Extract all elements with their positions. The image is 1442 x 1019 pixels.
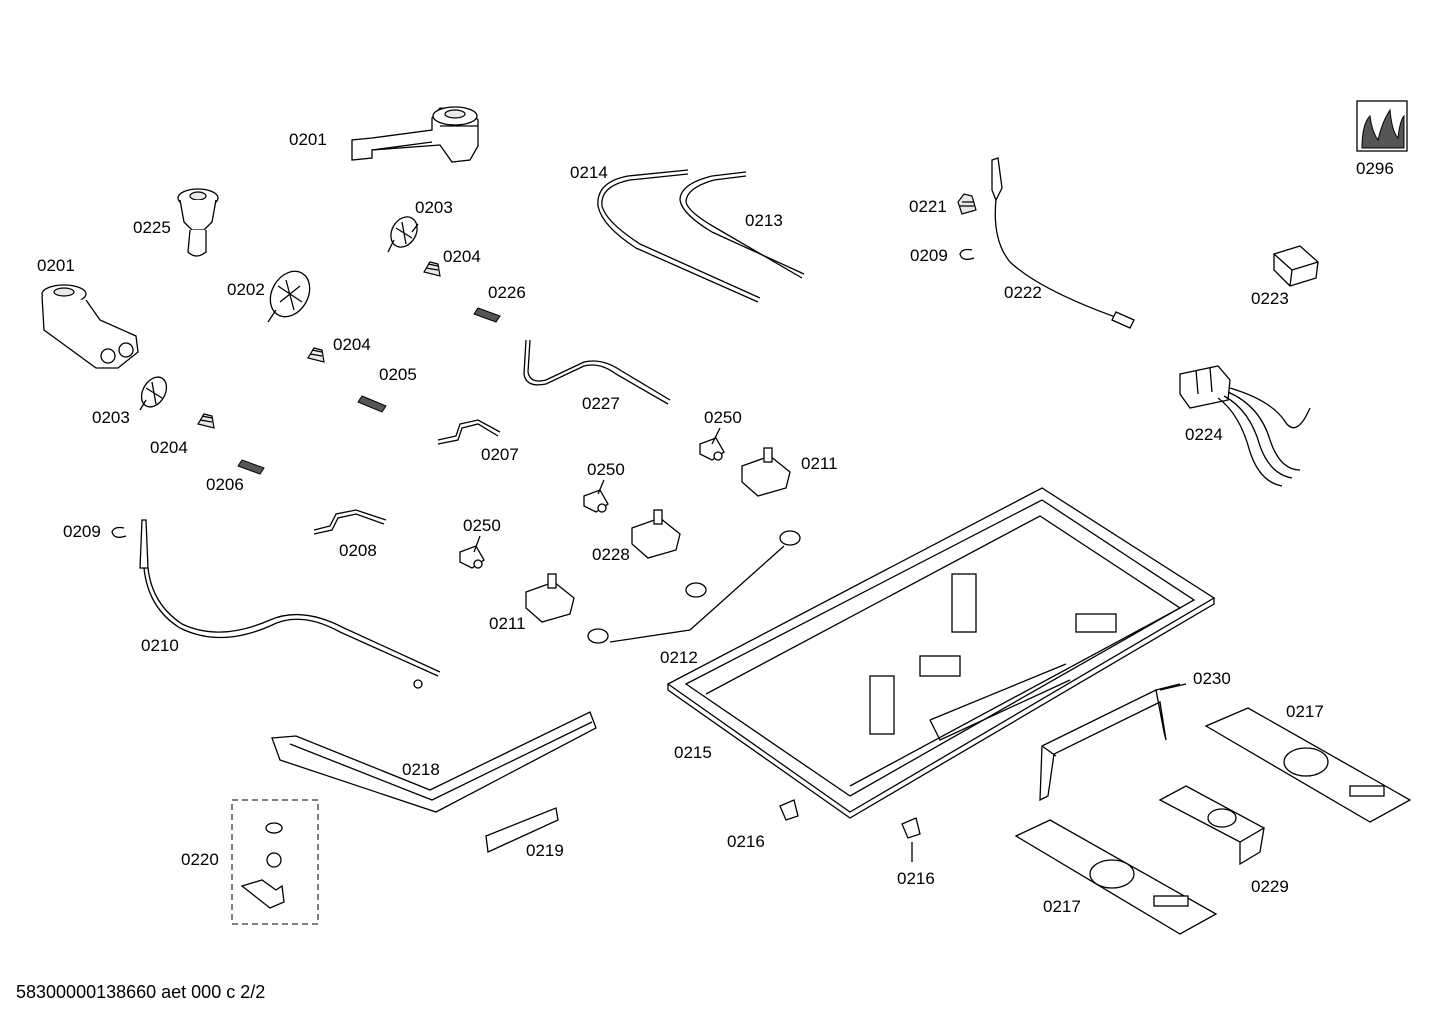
gas-tap-0228 (631, 509, 681, 559)
callout-0211-upper: 0211 (801, 454, 838, 473)
gas-tap-0211-lower (525, 573, 575, 623)
callout-0210: 0210 (141, 636, 179, 655)
pipe-0213 (679, 171, 805, 279)
callout-0211-lower: 0211 (489, 614, 526, 633)
nozzle-0206 (237, 459, 265, 475)
callout-0228: 0228 (592, 545, 630, 564)
callout-0215: 0215 (674, 743, 712, 762)
callout-0250-c: 0250 (463, 516, 501, 535)
callout-0229: 0229 (1251, 877, 1289, 896)
kit-0220 (231, 799, 319, 925)
callout-0296: 0296 (1356, 159, 1394, 178)
feet-0212 (587, 530, 801, 644)
spring-0204-b (307, 347, 325, 363)
terminal-0224 (1179, 365, 1311, 487)
circlip-0209-left (111, 526, 127, 538)
bracket-0219 (485, 807, 559, 853)
callout-0222: 0222 (1004, 283, 1042, 302)
gas-tap-0211-upper (741, 447, 791, 497)
clip-0216-b (901, 817, 921, 862)
callout-0220: 0220 (181, 850, 219, 869)
callout-0216-b: 0216 (897, 869, 935, 888)
strip-0218 (271, 711, 597, 813)
callout-0219: 0219 (526, 841, 564, 860)
spring-0221 (957, 193, 977, 215)
nozzle-0226 (473, 307, 501, 323)
callout-0250-a: 0250 (704, 408, 742, 427)
callout-0204-b: 0204 (333, 335, 371, 354)
electrode-0222 (991, 157, 1135, 329)
drawing-reference-footer: 58300000138660 aet 000 c 2/2 (16, 982, 266, 1002)
clip-0202 (267, 270, 311, 323)
bridge-0230 (1039, 683, 1181, 802)
plate-0217-upper (1204, 707, 1412, 823)
flame-symbol-0296 (1356, 100, 1408, 152)
callout-0213: 0213 (745, 211, 783, 230)
callout-0250-b: 0250 (587, 460, 625, 479)
pipe-0207 (437, 419, 501, 445)
callout-0224: 0224 (1185, 425, 1223, 444)
thermocouple-0210 (139, 519, 441, 689)
callout-0204-a: 0204 (443, 247, 481, 266)
plate-0217-lower (1014, 819, 1218, 935)
callout-0226: 0226 (488, 283, 526, 302)
callout-0207: 0207 (481, 445, 519, 464)
callout-0212: 0212 (660, 648, 698, 667)
connector-0250-c (459, 545, 485, 569)
burner-arm-top (351, 106, 479, 163)
base-tray-0215 (666, 487, 1216, 819)
callout-0221: 0221 (909, 197, 947, 216)
clip-0216-a (779, 799, 799, 821)
clip-0203-lower (139, 376, 168, 411)
connector-0250-b (583, 489, 609, 513)
pipe-0208 (313, 509, 387, 535)
callout-0209-left: 0209 (63, 522, 101, 541)
callout-0205: 0205 (379, 365, 417, 384)
callout-0209-right: 0209 (910, 246, 948, 265)
connector-0223 (1273, 245, 1319, 287)
callout-0214: 0214 (570, 163, 608, 182)
callout-0203-lower: 0203 (92, 408, 130, 427)
callout-0206: 0206 (206, 475, 244, 494)
callout-0217-lower: 0217 (1043, 897, 1081, 916)
nozzle-0205 (357, 395, 387, 413)
plate-0229 (1158, 785, 1266, 866)
callout-0230: 0230 (1193, 669, 1231, 688)
callout-0225: 0225 (133, 218, 171, 237)
callout-0217-upper: 0217 (1286, 702, 1324, 721)
pipe-0214 (597, 169, 761, 303)
callout-0202: 0202 (227, 280, 265, 299)
callout-0201-top: 0201 (289, 130, 327, 149)
callout-0203-upper: 0203 (415, 198, 453, 217)
spring-0204-a (423, 261, 441, 277)
callout-0216-a: 0216 (727, 832, 765, 851)
circlip-0209-right (959, 248, 975, 260)
callout-leaders (411, 223, 1187, 691)
clip-0203-upper (387, 216, 418, 253)
pipe-0227 (523, 339, 671, 405)
burner-small (177, 188, 219, 257)
connector-0250-a (699, 437, 725, 461)
callout-0204-c: 0204 (150, 438, 188, 457)
callout-0208: 0208 (339, 541, 377, 560)
callout-0201-left: 0201 (37, 256, 75, 275)
burner-arm-left (41, 284, 139, 369)
spring-0204-c (197, 413, 215, 429)
callout-0218: 0218 (402, 760, 440, 779)
callout-0223: 0223 (1251, 289, 1289, 308)
callout-0227: 0227 (582, 394, 620, 413)
